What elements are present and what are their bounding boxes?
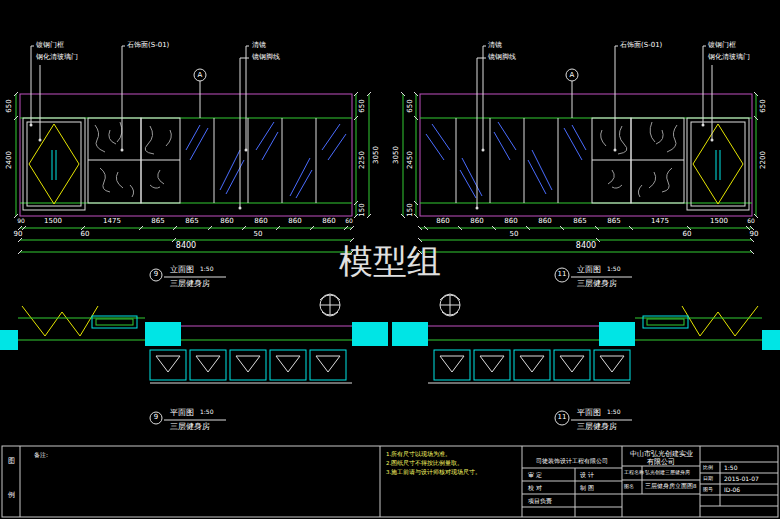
scale-text: 1:50 [200,266,213,272]
table-cell: 弘光创建三层健身房 [645,470,690,475]
table-cell: 校 对 [528,486,542,492]
dimension-text: 150 [359,203,366,216]
dimension-text: 860 [538,218,551,225]
table-cell: 审 定 [528,473,542,479]
view-subtitle: 三层健身房 [170,280,210,288]
dimension-text: 650 [6,99,13,112]
dimension-text: 90 [17,218,25,224]
dimension-text: 50 [254,231,263,238]
callout-text: 镜钢脚线 [252,54,280,61]
dimension-text: 865 [607,218,620,225]
dimension-text: 60 [81,231,90,238]
scale-text: 1:50 [200,409,213,415]
dimension-text: 1475 [651,218,669,225]
dimension-text: 90 [750,231,759,238]
dimension-text: 3050 [393,146,400,164]
watermark: 模型组 [339,244,441,278]
table-cell: 图号 [703,487,713,492]
view-number: 11 [558,414,567,421]
note-text: 2.图纸尺寸不得按比例量取。 [386,461,463,467]
view-subtitle: 三层健身房 [577,280,617,288]
dimension-text: 90 [14,231,23,238]
view-number: 9 [154,414,158,421]
dimension-text: 60 [747,218,755,224]
scale-text: 1:50 [607,266,620,272]
dimension-text: 860 [322,218,335,225]
dimension-text: 865 [573,218,586,225]
dimension-text: 1500 [44,218,62,225]
callout-text: 镀钢门框 [36,42,64,49]
dimension-text: 860 [220,218,233,225]
table-cell: 日期 [703,476,713,481]
drawing-name: 三层健身房立面图8 [645,484,697,490]
dimension-text: 60 [683,231,692,238]
note-text: 3.施工前请与设计师核对现场尺寸。 [386,470,481,476]
view-number: 9 [154,271,158,278]
dimension-text: 860 [470,218,483,225]
dimension-text: 860 [288,218,301,225]
table-cell: ID-06 [724,487,740,493]
callout-text: 钢化清玻璃门 [708,54,750,61]
dimension-text: 650 [407,99,414,112]
table-cell: 项目负责 [528,499,552,505]
view-subtitle: 三层健身房 [577,423,617,431]
dimension-text: 50 [510,231,519,238]
note-text: 1.所有尺寸以现场为准。 [386,452,451,458]
callout-text: 清镜 [488,42,502,49]
dimension-text: 150 [407,203,414,216]
callout-text: 清镜 [252,42,266,49]
table-cell: 设 计 [580,473,594,479]
dimension-text: 1475 [103,218,121,225]
sidebar-text: 图 [8,458,15,465]
dimension-text: 1500 [710,218,728,225]
dimension-text: 860 [436,218,449,225]
dimension-text: 865 [185,218,198,225]
dimension-text: 8400 [176,242,196,250]
view-title: 平面图 [577,409,601,417]
table-cell: 2015-01-07 [724,476,759,482]
table-cell: 1:50 [724,465,737,471]
view-subtitle: 三层健身房 [170,423,210,431]
dimension-text: 2450 [407,151,414,169]
dimension-text: 860 [254,218,267,225]
view-number: 11 [558,271,567,278]
table-cell: 比例 [703,465,713,470]
dimension-text: 2200 [760,151,767,169]
scale-text: 1:50 [607,409,620,415]
dimension-text: 865 [151,218,164,225]
dimension-text: 650 [760,99,767,112]
callout-text: 钢化清玻璃门 [36,54,78,61]
table-cell: 工程名称 [624,470,644,475]
client-name: 中山市弘光创建实业 [630,451,693,458]
callout-text: 石饰面(S-01) [127,42,169,49]
client-name: 有限公司 [647,459,675,466]
callout-text: 镜钢脚线 [488,54,516,61]
dimension-text: 60 [345,218,353,224]
dimension-text: 3050 [373,146,380,164]
view-title: 立面图 [170,266,194,274]
table-cell: 制 图 [580,486,594,492]
company-name: 司徒装饰设计工程有限公司 [536,458,608,464]
dimension-text: 2400 [6,151,13,169]
remark-label: 备注: [34,452,48,458]
dimension-text: 2250 [359,151,366,169]
sidebar-text: 例 [8,492,15,499]
view-title: 立面图 [577,266,601,274]
dimension-text: 650 [359,99,366,112]
section-mark: A [570,72,575,79]
table-cell: 图名 [624,484,634,489]
section-mark: A [198,72,203,79]
callout-text: 镀钢门框 [708,42,736,49]
view-title: 平面图 [170,409,194,417]
callout-text: 石饰面(S-01) [620,42,662,49]
dimension-text: 860 [504,218,517,225]
dimension-text: 8400 [576,242,596,250]
